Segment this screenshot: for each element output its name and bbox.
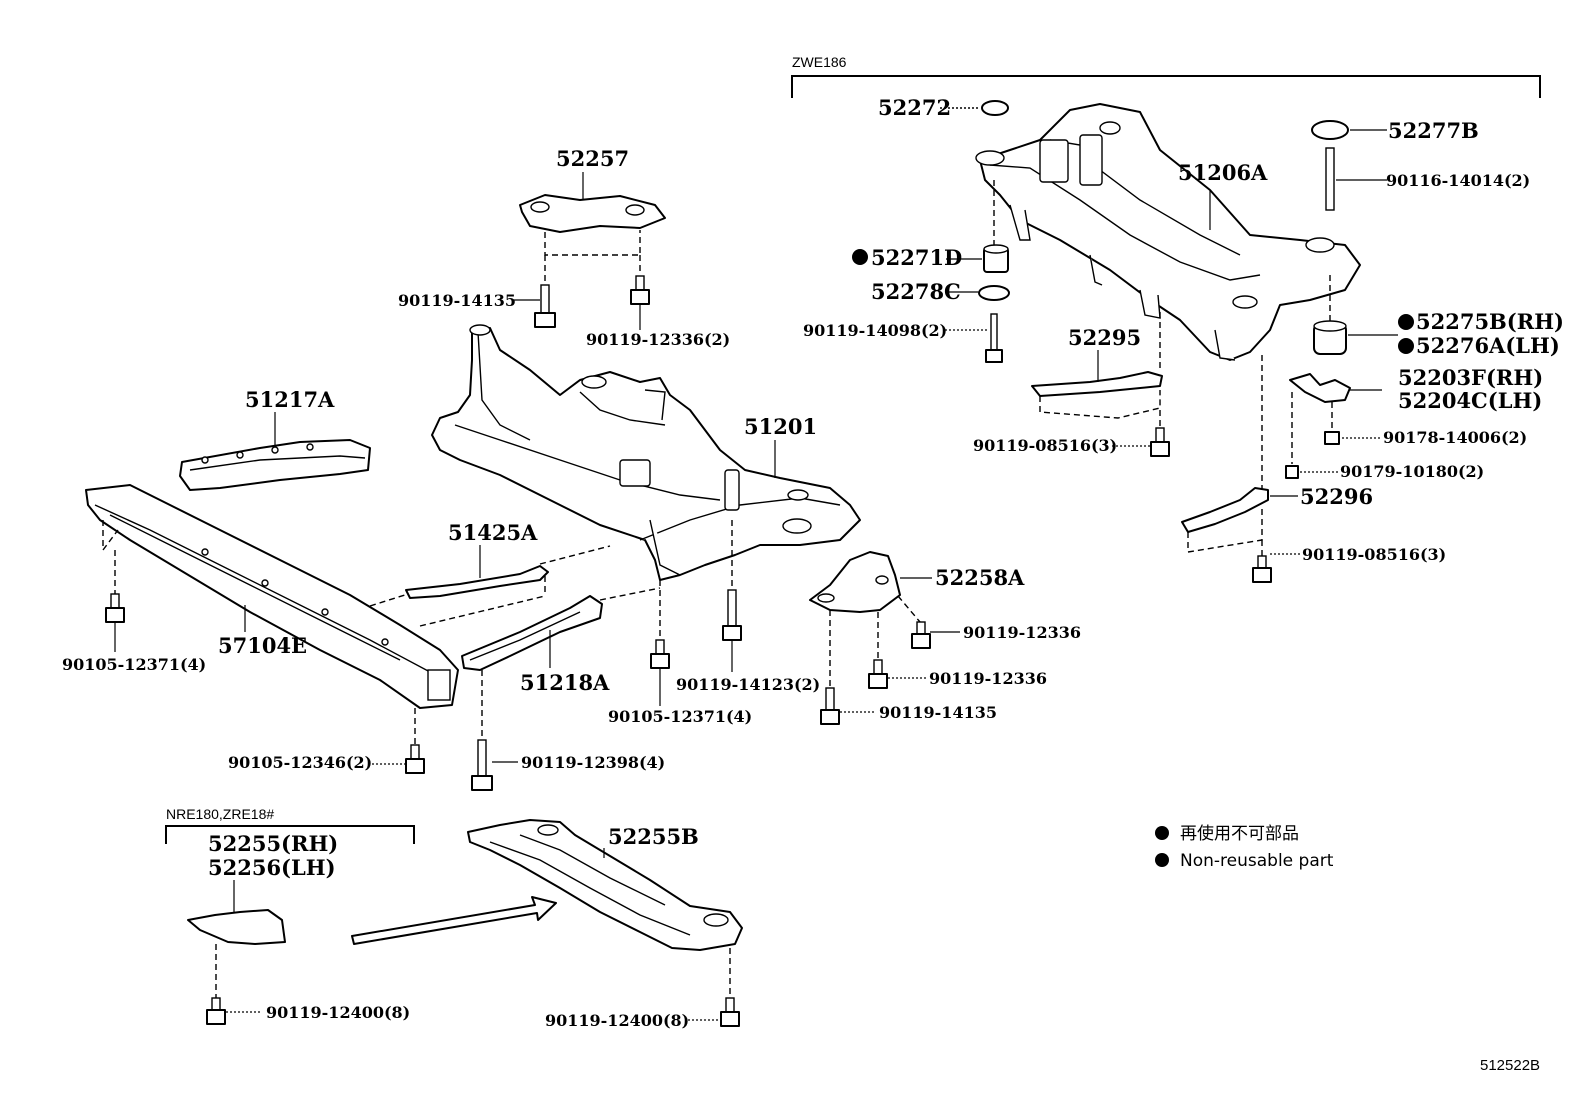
label-52272: 52272 <box>878 95 951 120</box>
part-51218A <box>461 587 661 740</box>
label-51218A: 51218A <box>520 670 610 695</box>
legend-bullet-jp <box>1155 826 1169 840</box>
label-51201: 51201 <box>744 414 817 439</box>
label-90179-10180: 90179-10180(2) <box>1340 462 1484 481</box>
legend-jp: 再使用不可部品 <box>1180 823 1299 844</box>
label-52276A: 52276A(LH) <box>1416 333 1560 358</box>
part-90119-14135-b <box>820 687 875 725</box>
label-90105-12371-b: 90105-12371(4) <box>608 707 752 726</box>
part-90105-12371-a <box>105 593 125 652</box>
part-90119-12398 <box>471 739 518 791</box>
part-90179-10180 <box>1285 465 1338 479</box>
label-90116-14014: 90116-14014(2) <box>1386 171 1530 190</box>
part-52272 <box>981 100 1009 245</box>
label-51425A: 51425A <box>448 520 538 545</box>
part-90119-08516-b <box>1252 553 1300 583</box>
part-90105-12346 <box>372 744 425 774</box>
part-52277B <box>1311 120 1387 140</box>
part-52257 <box>519 172 666 285</box>
part-90119-14123 <box>722 520 742 672</box>
label-52255: 52255(RH) <box>208 831 338 856</box>
label-90105-12346: 90105-12346(2) <box>228 753 372 772</box>
part-52275B-52276A <box>1313 275 1398 355</box>
non-reusable-marker-52271D <box>852 249 868 265</box>
part-90105-12371-b <box>650 580 670 706</box>
part-51217A <box>179 412 371 491</box>
zwe186-label: ZWE186 <box>792 54 847 70</box>
front-subframe-51201 <box>431 324 861 581</box>
label-52204C: 52204C(LH) <box>1398 388 1542 413</box>
part-52295 <box>1031 312 1163 430</box>
label-52256: 52256(LH) <box>208 855 336 880</box>
part-52278C <box>978 285 1010 301</box>
label-52255B: 52255B <box>608 824 699 849</box>
label-90119-14123: 90119-14123(2) <box>676 675 820 694</box>
part-52296 <box>1181 355 1298 558</box>
legend-bullet-en <box>1155 853 1169 867</box>
label-90119-12400-a: 90119-12400(8) <box>266 1003 410 1022</box>
label-57104E: 57104E <box>218 633 307 658</box>
label-90119-12398: 90119-12398(4) <box>521 753 665 772</box>
label-90119-08516-b: 90119-08516(3) <box>1302 545 1446 564</box>
part-90178-14006 <box>1324 402 1380 445</box>
label-52203F: 52203F(RH) <box>1398 365 1543 390</box>
legend: 再使用不可部品 Non-reusable part <box>1155 823 1334 871</box>
part-90119-12336-2 <box>630 275 650 330</box>
non-reusable-marker-52276A <box>1398 338 1414 354</box>
label-52257: 52257 <box>556 146 629 171</box>
label-52258A: 52258A <box>935 565 1025 590</box>
non-reusable-marker-52275B <box>1398 314 1414 330</box>
label-90119-14135-a: 90119-14135 <box>398 291 516 310</box>
label-90119-12336-b: 90119-12336 <box>929 669 1047 688</box>
label-52295: 52295 <box>1068 325 1141 350</box>
part-52271D <box>983 244 1009 273</box>
label-52278C: 52278C <box>871 279 961 304</box>
part-51425A <box>369 545 611 627</box>
part-52255B <box>467 819 743 1000</box>
zwe186-group: ZWE186 <box>791 54 1541 98</box>
part-90119-12400-b <box>688 997 740 1027</box>
replacement-arrow <box>351 896 557 945</box>
label-90119-14098: 90119-14098(2) <box>803 321 947 340</box>
label-90119-12336-2: 90119-12336(2) <box>586 330 730 349</box>
part-57104E <box>85 484 459 745</box>
label-90119-12400-b: 90119-12400(8) <box>545 1011 689 1030</box>
nre-zre-label: NRE180,ZRE18# <box>166 806 274 822</box>
nre-zre-group: NRE180,ZRE18# <box>165 806 415 844</box>
part-90119-12336-a <box>911 621 960 649</box>
label-51217A: 51217A <box>245 387 335 412</box>
part-90116-14014 <box>1325 147 1387 211</box>
label-52271D: 52271D <box>871 245 962 270</box>
part-90119-12336-b <box>868 659 926 689</box>
label-90178-14006: 90178-14006(2) <box>1383 428 1527 447</box>
part-90119-14098 <box>985 313 1003 363</box>
part-90119-08516-a <box>1112 427 1170 457</box>
label-52296: 52296 <box>1300 484 1373 509</box>
label-90119-12336-a: 90119-12336 <box>963 623 1081 642</box>
part-52258A <box>809 551 932 690</box>
label-52277B: 52277B <box>1388 118 1479 143</box>
part-52203F-52204C <box>1289 373 1382 464</box>
legend-en: Non-reusable part <box>1180 851 1334 871</box>
rear-subframe-51206A <box>975 103 1361 361</box>
part-52255-52256 <box>187 880 286 1000</box>
label-90119-14135-b: 90119-14135 <box>879 703 997 722</box>
label-52275B: 52275B(RH) <box>1416 309 1564 334</box>
part-90119-14135-a <box>512 284 556 328</box>
diagram-id: 512522B <box>1480 1057 1540 1074</box>
label-51206A: 51206A <box>1178 160 1268 185</box>
part-90119-12400-a <box>206 997 262 1025</box>
label-90119-08516-a: 90119-08516(3) <box>973 436 1117 455</box>
label-90105-12371-a: 90105-12371(4) <box>62 655 206 674</box>
